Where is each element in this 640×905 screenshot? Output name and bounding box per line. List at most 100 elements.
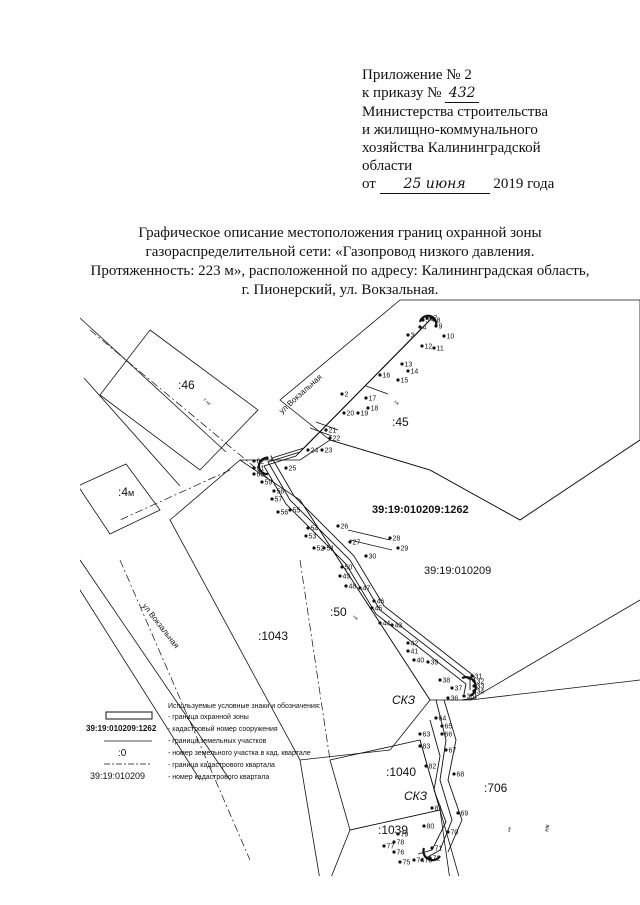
boundary-point-label: 3 xyxy=(411,333,415,340)
boundary-point-marker xyxy=(434,716,438,720)
boundary-point-marker xyxy=(340,392,344,396)
boundary-point-marker xyxy=(342,411,346,415)
boundary-point-marker xyxy=(364,554,368,558)
boundary-point-marker xyxy=(446,696,450,700)
boundary-point-label: 20 xyxy=(347,411,355,418)
boundary-point-marker xyxy=(426,660,430,664)
boundary-point-marker xyxy=(270,497,274,501)
boundary-point-label: 10 xyxy=(447,334,455,341)
boundary-point-marker xyxy=(392,840,396,844)
boundary-point-marker xyxy=(472,689,476,693)
boundary-point-marker xyxy=(340,565,344,569)
parcel-number: :1039 xyxy=(378,823,408,837)
boundary-point-label: 62 xyxy=(257,459,265,466)
boundary-point-label: 28 xyxy=(393,536,401,543)
boundary-point-label: 51 xyxy=(327,546,335,553)
boundary-point-label: 37 xyxy=(455,686,463,693)
boundary-point-marker xyxy=(406,641,410,645)
boundary-point-label: 69 xyxy=(461,811,469,818)
legend-title: Используемые условные знаки и обозначени… xyxy=(168,702,321,710)
boundary-point-label: 65 xyxy=(445,724,453,731)
boundary-point-marker xyxy=(446,830,450,834)
boundary-point-marker xyxy=(312,546,316,550)
boundary-point-label: 73 xyxy=(425,858,433,865)
boundary-point-label: 56 xyxy=(281,510,289,517)
boundary-point-label: 46 xyxy=(377,599,385,606)
boundary-point-label: 34 xyxy=(477,689,485,696)
boundary-point-label: 78 xyxy=(397,840,405,847)
boundary-point-label: 50 xyxy=(345,565,353,572)
appendix-line: хозяйства Калининградской xyxy=(362,140,541,156)
parcel-extra-label: м xyxy=(128,488,134,498)
parcel-number: :4 xyxy=(118,485,128,499)
boundary-point-marker xyxy=(322,546,326,550)
boundary-point-label: 77 xyxy=(387,844,395,851)
boundary-point-marker xyxy=(421,318,425,322)
legend: Используемые условные знаки и обозначени… xyxy=(86,702,321,781)
boundary-point-marker xyxy=(306,526,310,530)
boundary-point-marker xyxy=(434,324,438,328)
parcel-extra-label: нж xyxy=(544,824,551,832)
boundary-point-label: 63 xyxy=(423,732,431,739)
boundary-point-label: 82 xyxy=(429,764,437,771)
boundary-point-label: 52 xyxy=(317,546,325,553)
quarter-cadastral-number: 39:19:010209 xyxy=(424,565,491,577)
boundary-point-marker xyxy=(420,344,424,348)
boundary-point-label: 35 xyxy=(467,694,475,701)
boundary-point-marker xyxy=(288,508,292,512)
appendix-line: Приложение № 2 xyxy=(362,67,472,83)
boundary-point-label: 24 xyxy=(311,448,319,455)
legend-text: - граница кадастрового квартала xyxy=(168,762,275,769)
boundary-point-marker xyxy=(320,448,324,452)
boundary-point-label: 61 xyxy=(257,466,265,473)
boundary-point-label: 57 xyxy=(275,497,283,504)
skz-label: СКЗ xyxy=(392,693,416,707)
boundary-point-label: 39 xyxy=(431,660,439,667)
boundary-point-marker xyxy=(440,724,444,728)
parcel-number: :1040 xyxy=(386,765,416,779)
boundary-point-label: 68 xyxy=(457,772,465,779)
boundary-point-marker xyxy=(430,846,434,850)
legend-text: - граница земельных участков xyxy=(168,738,267,745)
legend-symbol: 39:19:010209:1262 xyxy=(86,724,157,733)
boundary-point-label: 58 xyxy=(277,489,285,496)
boundary-point-label: 8 xyxy=(437,318,441,325)
order-prefix: к приказу № xyxy=(362,85,442,101)
title-line: газораспределительной сети: «Газопровод … xyxy=(145,244,535,260)
boundary-point-label: 21 xyxy=(329,428,337,435)
boundary-point-label: 75 xyxy=(403,860,411,867)
boundary-point-marker xyxy=(429,316,433,320)
boundary-point-marker xyxy=(356,411,360,415)
boundary-point-marker xyxy=(450,686,454,690)
boundary-point-marker xyxy=(398,860,402,864)
boundary-point-marker xyxy=(412,658,416,662)
parcel-extra-label: нж xyxy=(352,614,359,621)
boundary-point-label: 64 xyxy=(439,716,447,723)
boundary-point-label: 17 xyxy=(369,396,377,403)
parcel-number: :706 xyxy=(484,781,508,795)
date-suffix: 2019 года xyxy=(493,176,555,192)
parcel-extra-label: нж xyxy=(506,826,512,832)
legend-text: - кадастровый номер сооружения xyxy=(168,725,278,733)
order-number: 432 xyxy=(445,84,480,103)
boundary-point-label: 33 xyxy=(477,684,485,691)
boundary-point-label: 27 xyxy=(353,540,361,547)
boundary-point-marker xyxy=(456,811,460,815)
boundary-point-label: 47 xyxy=(363,586,371,593)
appendix-line: и жилищно-коммунального xyxy=(362,122,538,138)
appendix-line: области xyxy=(362,158,413,174)
boundary-point-marker xyxy=(428,856,432,860)
boundary-point-marker xyxy=(406,649,410,653)
boundary-point-marker xyxy=(372,599,376,603)
boundary-point-label: 31 xyxy=(475,674,483,681)
boundary-point-marker xyxy=(382,844,386,848)
boundary-point-marker xyxy=(432,346,436,350)
date-handwritten: 25 июня xyxy=(379,175,490,194)
boundary-point-marker xyxy=(252,459,256,463)
boundary-point-label: 13 xyxy=(405,362,413,369)
legend-text: - граница охранной зоны xyxy=(168,713,249,721)
boundary-point-marker xyxy=(420,858,424,862)
parcel-extra-label: 2 нж xyxy=(202,397,212,406)
boundary-point-marker xyxy=(444,748,448,752)
